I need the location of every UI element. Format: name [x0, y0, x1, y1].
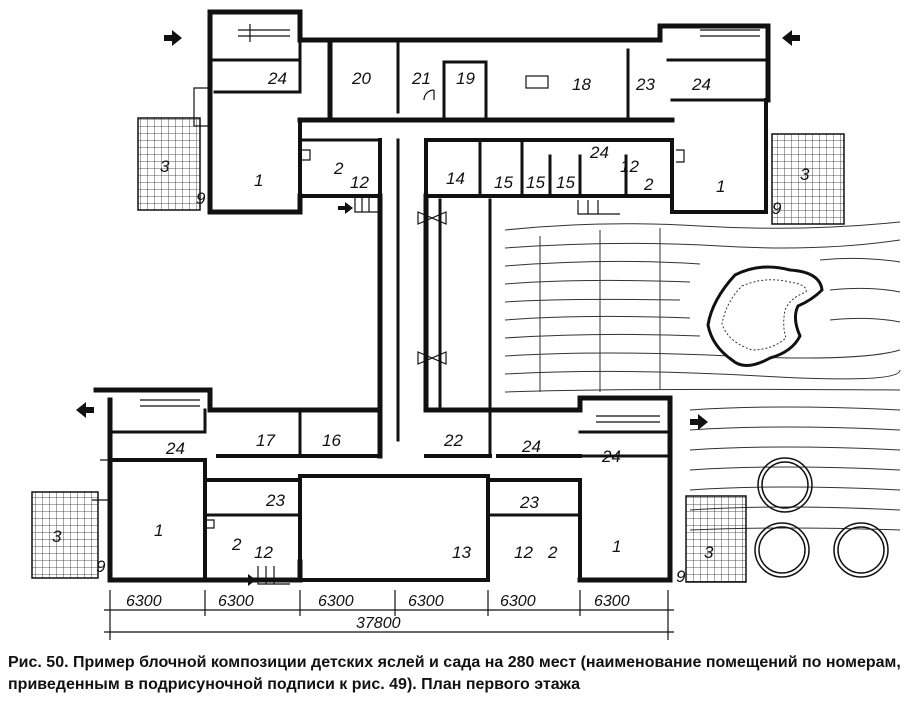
- room-label: 16: [322, 431, 341, 450]
- room-label: 2: [547, 543, 558, 562]
- room-label: 12: [514, 543, 533, 562]
- room-label: 23: [265, 491, 285, 510]
- dim-segment: 6300: [408, 593, 444, 610]
- room-label: 23: [519, 493, 539, 512]
- room-label: 23: [635, 75, 655, 94]
- room-label: 18: [572, 75, 591, 94]
- dim-segment: 6300: [500, 593, 536, 610]
- room-label: 24: [601, 447, 621, 466]
- dim-segment: 6300: [594, 593, 630, 610]
- pond: [706, 265, 824, 367]
- room-label: 2: [333, 159, 344, 178]
- entrance-arrows: [76, 30, 800, 586]
- room-label: 3: [704, 543, 714, 562]
- dim-segment: 6300: [218, 593, 254, 610]
- room-label: 22: [443, 431, 463, 450]
- dimension-lines: [104, 590, 674, 640]
- room-label: 3: [52, 527, 62, 546]
- figure-caption: Рис. 50. Пример блочной композиции детск…: [8, 652, 914, 696]
- room-label: 15: [556, 173, 575, 192]
- play-circles: [754, 457, 889, 578]
- room-label: 20: [351, 69, 371, 88]
- room-label: 24: [691, 75, 711, 94]
- caption-text: Пример блочной композиции детских яслей …: [8, 654, 901, 693]
- room-label: 13: [452, 543, 471, 562]
- room-label: 24: [165, 439, 185, 458]
- room-label: 9: [676, 567, 686, 586]
- room-label: 1: [254, 171, 263, 190]
- dim-segment: 6300: [318, 593, 354, 610]
- room-label: 9: [772, 199, 782, 218]
- room-label: 17: [256, 431, 275, 450]
- room-label: 19: [456, 69, 475, 88]
- room-label: 2: [231, 535, 242, 554]
- room-label: 9: [196, 189, 206, 208]
- room-label: 12: [350, 173, 369, 192]
- room-label: 24: [267, 69, 287, 88]
- room-label: 12: [620, 157, 639, 176]
- room-label: 15: [494, 173, 513, 192]
- room-label: 14: [446, 169, 465, 188]
- room-label: 2: [643, 175, 654, 194]
- caption-label: Рис. 50.: [8, 654, 69, 671]
- landscape-planks: [504, 221, 901, 531]
- room-label: 24: [521, 437, 541, 456]
- room-label: 3: [800, 165, 810, 184]
- room-label: 24: [589, 143, 609, 162]
- room-label: 21: [411, 69, 431, 88]
- dim-total: 37800: [356, 615, 401, 632]
- door-swings: [92, 24, 760, 585]
- terrace-hatch: [31, 117, 845, 583]
- room-labels: 20 21 19 18 23 24 24 3 1 2 12 9 14 15 15…: [52, 69, 810, 586]
- room-label: 12: [254, 543, 273, 562]
- room-label: 3: [160, 157, 170, 176]
- room-label: 1: [154, 521, 163, 540]
- dimension-labels: 6300 6300 6300 6300 6300 6300 37800: [126, 593, 630, 632]
- room-label: 9: [96, 557, 106, 576]
- room-label: 15: [526, 173, 545, 192]
- floor-plan-drawing: 6300 6300 6300 6300 6300 6300 37800 20 2…: [31, 9, 901, 640]
- dim-segment: 6300: [126, 593, 162, 610]
- room-label: 1: [612, 537, 621, 556]
- walls: [93, 9, 771, 583]
- room-label: 1: [716, 177, 725, 196]
